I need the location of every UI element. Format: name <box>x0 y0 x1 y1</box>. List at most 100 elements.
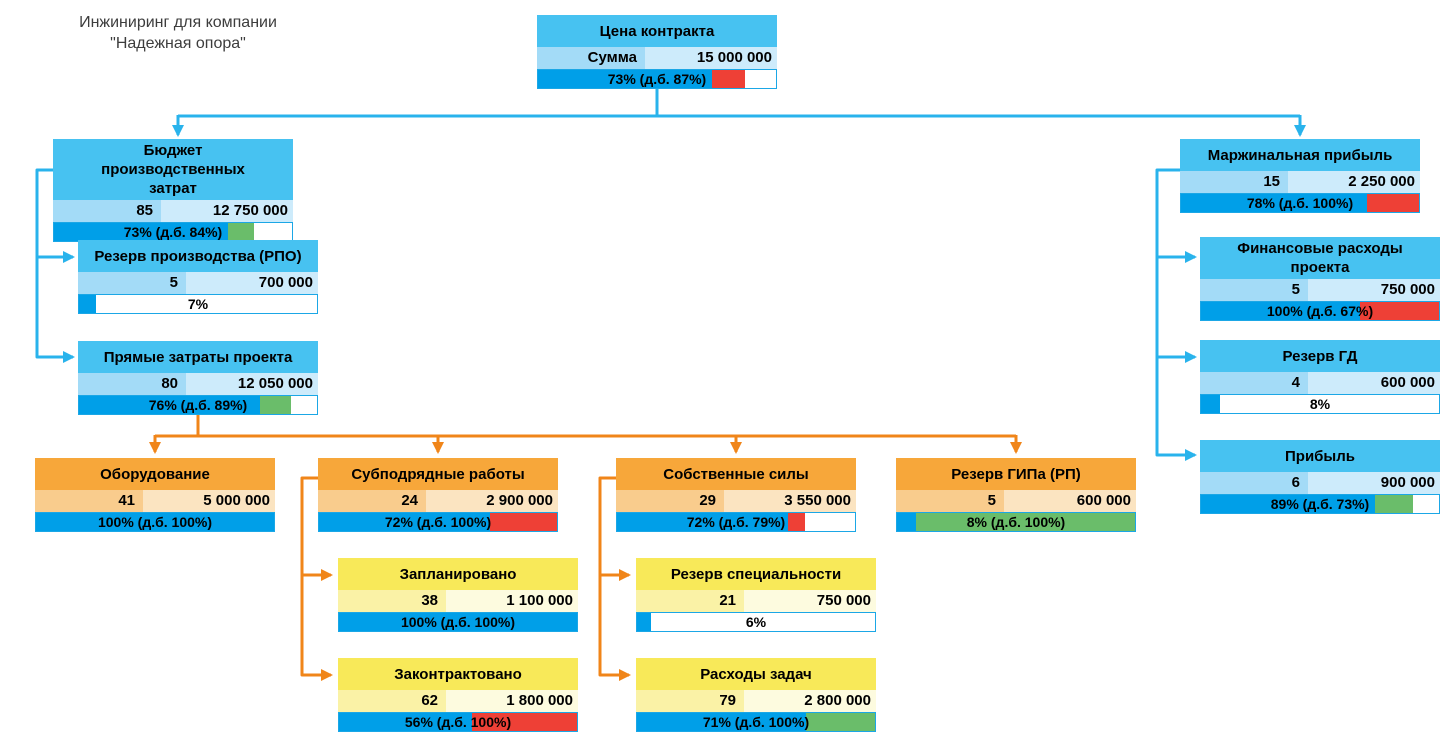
progress-label: 100% (д.б. 100%) <box>97 514 213 530</box>
progress-label: 56% (д.б. 100%) <box>404 714 512 730</box>
progress-label: 72% (д.б. 100%) <box>384 514 492 530</box>
progress-bar: 73% (д.б. 87%) <box>537 69 777 89</box>
progress-bar: 78% (д.б. 100%) <box>1180 193 1420 213</box>
node-qty: 41 <box>35 490 143 512</box>
page-title-line1: Инжиниринг для компании <box>79 14 277 31</box>
node-qty: 5 <box>1200 279 1308 301</box>
node-amount: 5 000 000 <box>143 490 275 512</box>
node-qty: 5 <box>78 272 186 294</box>
node-amount: 1 800 000 <box>446 690 578 712</box>
page-title: Инжиниринг для компании "Надежная опора" <box>38 12 318 54</box>
node-qty: 38 <box>338 590 446 612</box>
node-qty: 6 <box>1200 472 1308 494</box>
node-qty: 80 <box>78 373 186 395</box>
progress-bar: 7% <box>78 294 318 314</box>
progress-bar: 72% (д.б. 79%) <box>616 512 856 532</box>
node-title: Субподрядные работы <box>318 458 558 490</box>
node-amount: 2 900 000 <box>426 490 558 512</box>
progress-label: 6% <box>745 614 767 630</box>
node-amount: 3 550 000 <box>724 490 856 512</box>
progress-bar: 73% (д.б. 84%) <box>53 222 293 242</box>
node-amount: 900 000 <box>1308 472 1440 494</box>
node-qty: 15 <box>1180 171 1288 193</box>
node-title: Финансовые расходы проекта <box>1200 237 1440 279</box>
node-amount: 2 250 000 <box>1288 171 1420 193</box>
node-qty: 24 <box>318 490 426 512</box>
progress-bar: 56% (д.б. 100%) <box>338 712 578 732</box>
progress-bar: 8% (д.б. 100%) <box>896 512 1136 532</box>
node-title: Резерв специальности <box>636 558 876 590</box>
progress-label: 8% (д.б. 100%) <box>966 514 1066 530</box>
node-title: Резерв ГД <box>1200 340 1440 372</box>
node-title: Законтрактовано <box>338 658 578 690</box>
progress-label: 71% (д.б. 100%) <box>702 714 810 730</box>
node-amount: 1 100 000 <box>446 590 578 612</box>
progress-label: 78% (д.б. 100%) <box>1246 195 1354 211</box>
progress-bar: 76% (д.б. 89%) <box>78 395 318 415</box>
node-title: Маржинальная прибыль <box>1180 139 1420 171</box>
progress-bar: 72% (д.б. 100%) <box>318 512 558 532</box>
node-qty: 5 <box>896 490 1004 512</box>
node-qty: Сумма <box>537 47 645 69</box>
node-amount: 600 000 <box>1308 372 1440 394</box>
node-title: Запланировано <box>338 558 578 590</box>
node-amount: 12 050 000 <box>186 373 318 395</box>
node-amount: 750 000 <box>744 590 876 612</box>
progress-label: 73% (д.б. 84%) <box>123 224 223 240</box>
progress-label: 73% (д.б. 87%) <box>607 71 707 87</box>
node-qty: 29 <box>616 490 724 512</box>
node-qty: 21 <box>636 590 744 612</box>
node-title: Расходы задач <box>636 658 876 690</box>
node-title: Резерв ГИПа (РП) <box>896 458 1136 490</box>
node-qty: 62 <box>338 690 446 712</box>
progress-bar: 6% <box>636 612 876 632</box>
progress-bar: 100% (д.б. 100%) <box>338 612 578 632</box>
progress-bar: 71% (д.б. 100%) <box>636 712 876 732</box>
node-amount: 750 000 <box>1308 279 1440 301</box>
node-qty: 79 <box>636 690 744 712</box>
progress-bar: 89% (д.б. 73%) <box>1200 494 1440 514</box>
progress-bar: 100% (д.б. 100%) <box>35 512 275 532</box>
node-title: Оборудование <box>35 458 275 490</box>
progress-label: 100% (д.б. 100%) <box>400 614 516 630</box>
node-amount: 12 750 000 <box>161 200 293 222</box>
node-title: Цена контракта <box>537 15 777 47</box>
node-amount: 2 800 000 <box>744 690 876 712</box>
node-amount: 700 000 <box>186 272 318 294</box>
node-qty: 85 <box>53 200 161 222</box>
progress-label: 72% (д.б. 79%) <box>686 514 786 530</box>
node-title: Собственные силы <box>616 458 856 490</box>
progress-label: 76% (д.б. 89%) <box>148 397 248 413</box>
node-title: Резерв производства (РПО) <box>78 240 318 272</box>
